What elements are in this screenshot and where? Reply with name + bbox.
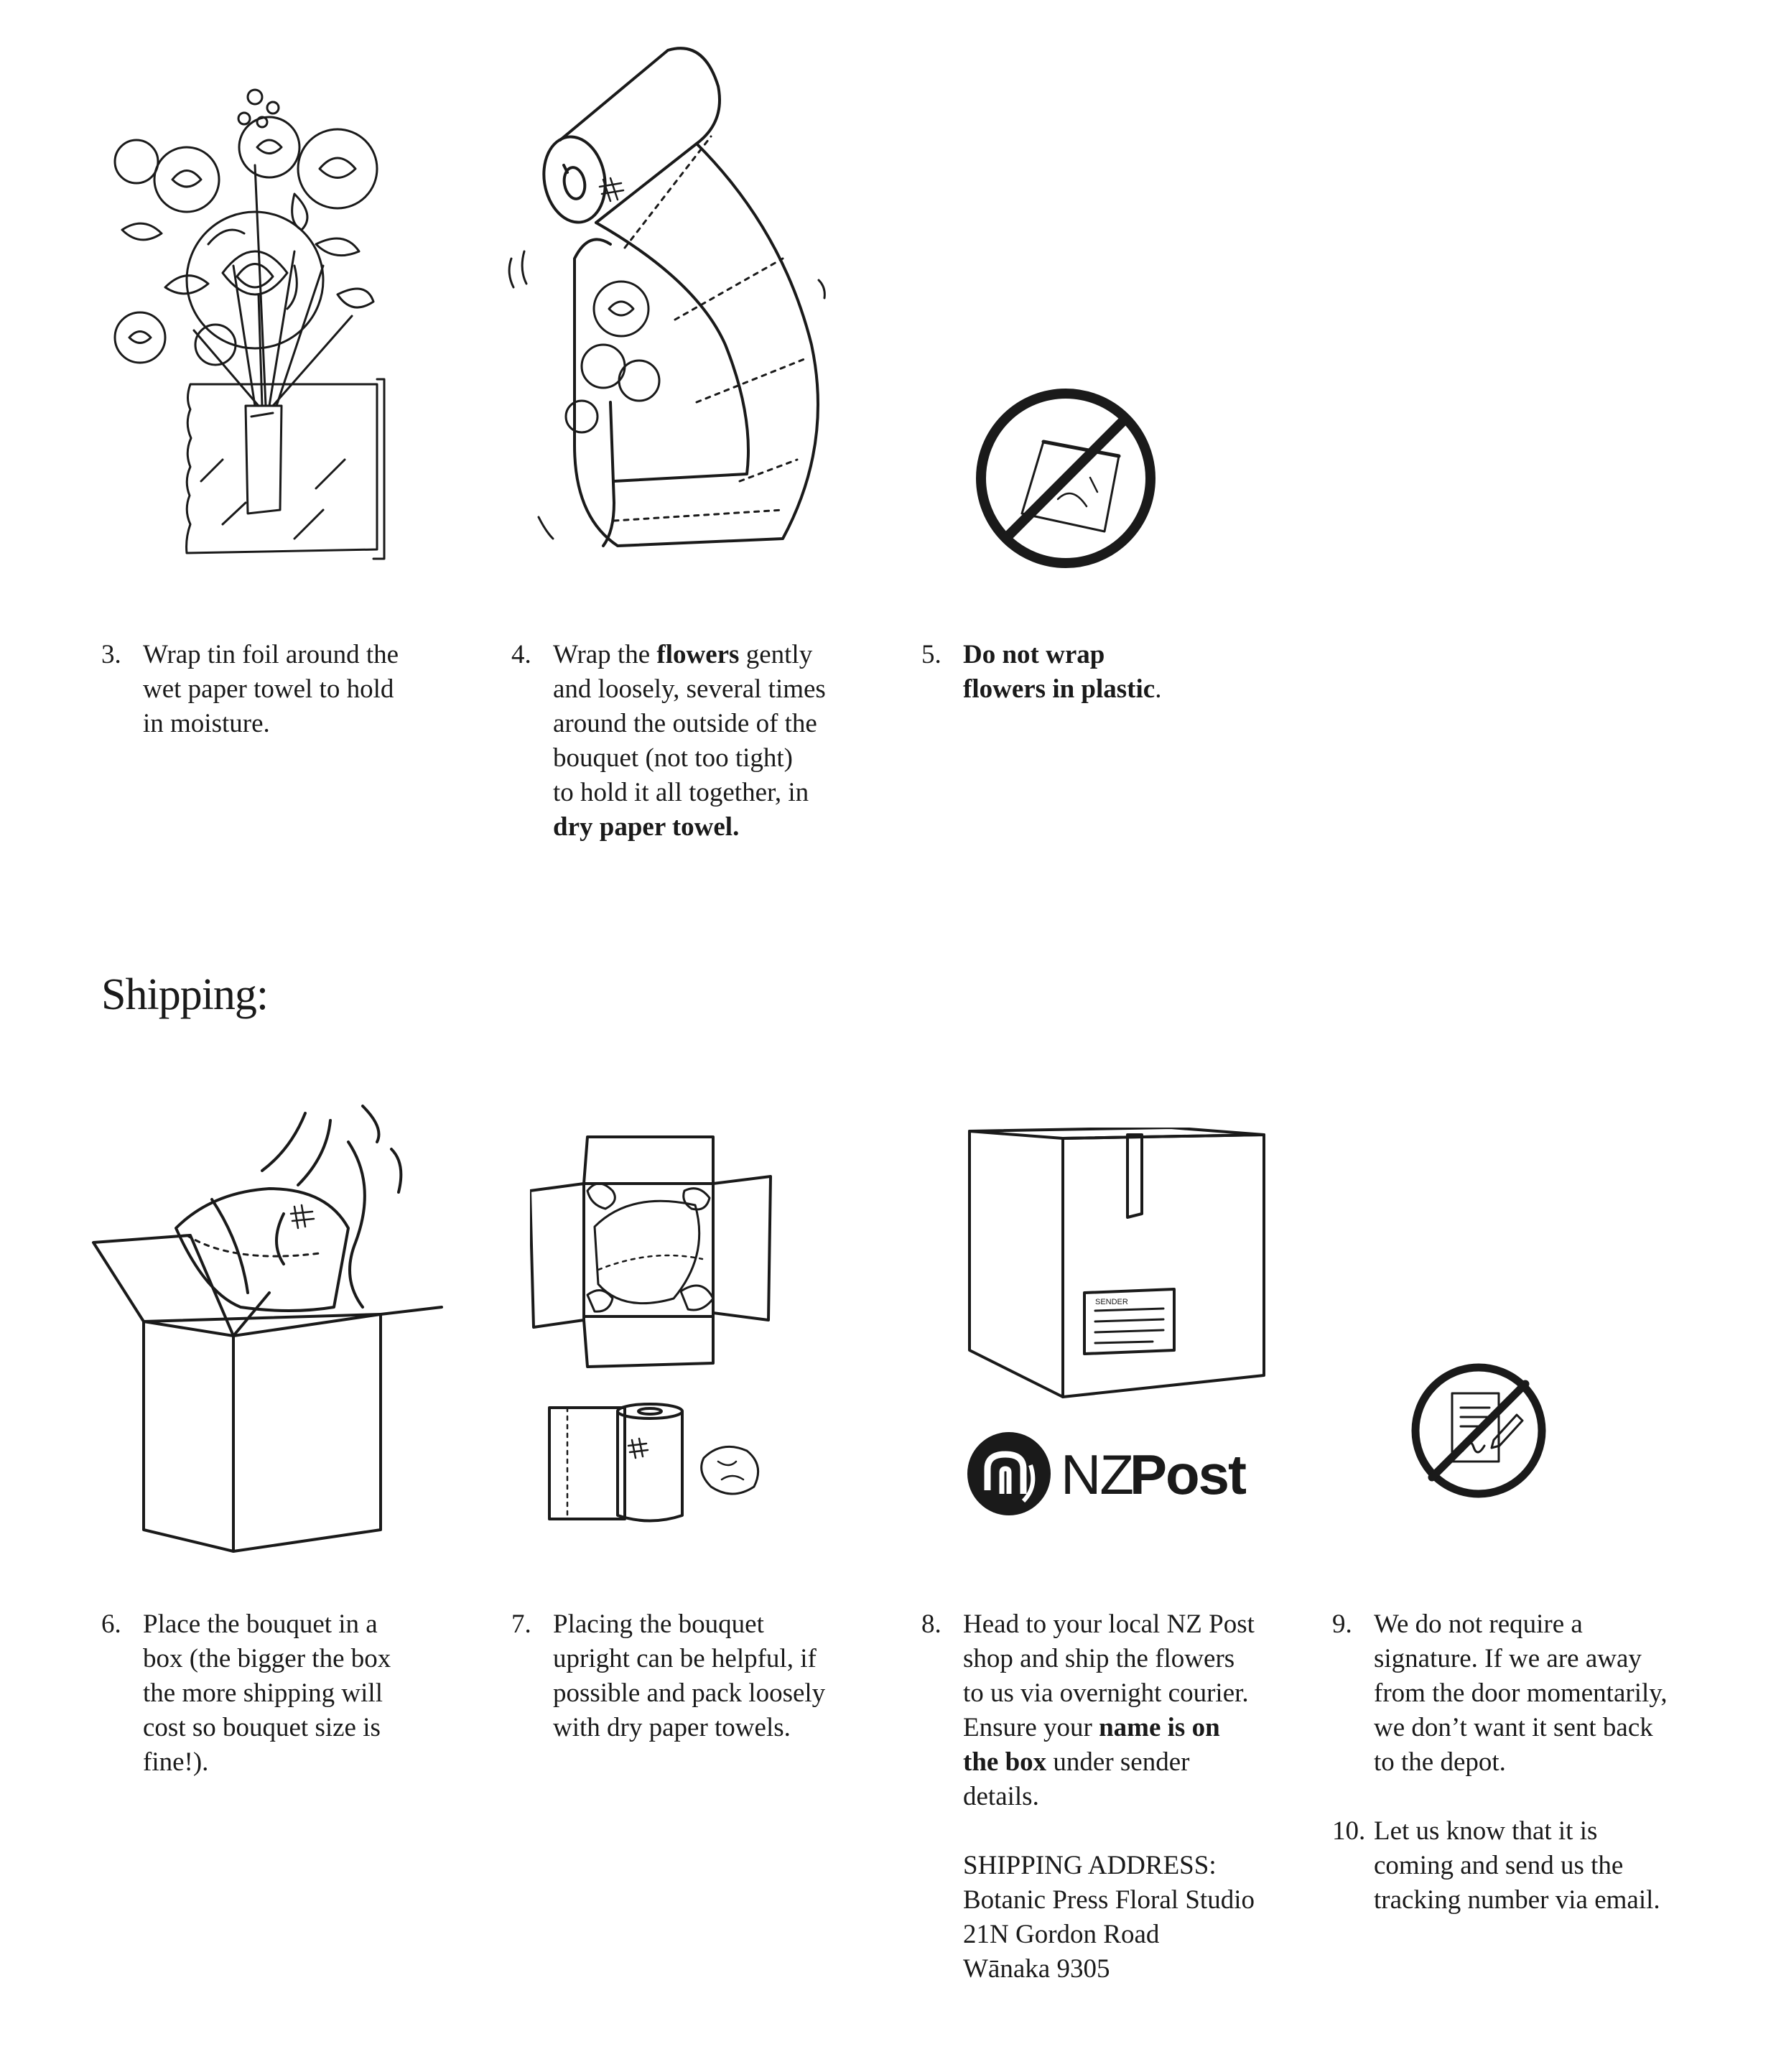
step-9: 9. We do not require a signature. If we … (1332, 1607, 1734, 1780)
step-number: 10. (1332, 1816, 1366, 1846)
step-text: gently (739, 640, 813, 669)
step-text-line: we don’t want it sent back (1374, 1713, 1653, 1742)
step-text-line: wet paper towel to hold (143, 674, 394, 704)
step-text-line: We do not require a (1374, 1609, 1583, 1639)
step-number: 9. (1332, 1609, 1352, 1639)
step-text-line: around the outside of the (553, 709, 817, 738)
step-10: 10. Let us know that it is coming and se… (1332, 1814, 1734, 1918)
step-text-bold: dry paper towel. (553, 812, 740, 842)
section-heading-shipping: Shipping: (101, 970, 269, 1019)
step-number: 7. (511, 1609, 531, 1639)
step-text-line: signature. If we are away (1374, 1644, 1642, 1673)
step-text-line: cost so bouquet size is (143, 1713, 381, 1742)
step-text-line: upright can be helpful, if (553, 1644, 817, 1673)
step-7: 7. Placing the bouquet upright can be he… (511, 1607, 885, 1745)
step-text: under sender (1046, 1747, 1190, 1777)
step-4: 4. Wrap the flowers gently and loosely, … (511, 638, 885, 845)
step-text-line: Placing the bouquet (553, 1609, 764, 1639)
packed-box-illustration (530, 1133, 773, 1370)
step-text-line: coming and send us the (1374, 1851, 1624, 1880)
no-plastic-bag-icon (972, 384, 1160, 572)
nzpost-logo-nz: NZ (1061, 1443, 1133, 1506)
step-text-line: Head to your local NZ Post (963, 1609, 1255, 1639)
step-text-line: from the door momentarily, (1374, 1678, 1668, 1708)
step-text-line: and loosely, several times (553, 674, 826, 704)
step-text-line: details. (963, 1782, 1039, 1811)
wrapping-illustration (496, 43, 840, 575)
step-number: 4. (511, 640, 531, 669)
step-text: Wrap the (553, 640, 657, 669)
step-text-line: with dry paper towels. (553, 1713, 791, 1742)
step-number: 8. (921, 1609, 941, 1639)
step-number: 6. (101, 1609, 121, 1639)
step-text-bold: flowers in plastic (963, 674, 1155, 704)
step-text-line: to us via overnight courier. (963, 1678, 1249, 1708)
step-text-line: tracking number via email. (1374, 1885, 1660, 1915)
no-signature-icon (1409, 1361, 1549, 1501)
step-text-line: the more shipping will (143, 1678, 383, 1708)
step-text-line: to the depot. (1374, 1747, 1506, 1777)
step-text: . (1155, 674, 1162, 704)
step-number: 5. (921, 640, 941, 669)
box-packing-illustration (90, 1099, 449, 1558)
sender-label-text: SENDER (1095, 1298, 1128, 1306)
step-text-bold: flowers (656, 640, 740, 669)
shipping-address: SHIPPING ADDRESS: Botanic Press Floral S… (963, 1849, 1295, 1987)
step-6: 6. Place the bouquet in a box (the bigge… (101, 1607, 475, 1780)
step-text-bold: the box (963, 1747, 1047, 1777)
step-text-line: Wrap tin foil around the (143, 640, 399, 669)
step-text-line: in moisture. (143, 709, 270, 738)
step-text-bold: Do not wrap (963, 640, 1105, 669)
step-text-line: Let us know that it is (1374, 1816, 1598, 1846)
step-3: 3. Wrap tin foil around the wet paper to… (101, 638, 475, 741)
bouquet-illustration (79, 79, 395, 582)
step-8: 8. Head to your local NZ Post shop and s… (921, 1607, 1295, 1987)
paper-towel-roll-illustration (546, 1400, 768, 1523)
step-text: Ensure your (963, 1713, 1099, 1742)
step-text-bold: name is on (1099, 1713, 1220, 1742)
step-text-line: possible and pack loosely (553, 1678, 826, 1708)
step-text-line: shop and ship the flowers (963, 1644, 1235, 1673)
address-line: Wānaka 9305 (963, 1954, 1110, 1984)
step-text-line: box (the bigger the box (143, 1644, 391, 1673)
step-text-line: Place the bouquet in a (143, 1609, 378, 1639)
nzpost-logo-post: Post (1130, 1443, 1247, 1506)
address-line: Botanic Press Floral Studio (963, 1885, 1255, 1915)
step-text-line: dry paper towel. (553, 810, 885, 845)
step-number: 3. (101, 640, 121, 669)
address-line: 21N Gordon Road (963, 1920, 1160, 1949)
step-text-line: the box under sender (963, 1745, 1295, 1780)
step-text-line: to hold it all together, in (553, 778, 809, 807)
step-text-line: Do not wrap (963, 638, 1295, 672)
address-line: SHIPPING ADDRESS: (963, 1851, 1217, 1880)
step-text-line: Ensure your name is on (963, 1711, 1295, 1745)
shipping-box-illustration: SENDER (966, 1128, 1268, 1400)
step-text-line: bouquet (not too tight) (553, 743, 793, 773)
nzpost-logo: NZ Post (966, 1429, 1253, 1519)
step-text-line: fine!). (143, 1747, 209, 1777)
step-5: 5. Do not wrap flowers in plastic. (921, 638, 1295, 707)
step-text-line: Wrap the flowers gently (553, 638, 885, 672)
step-text-line: flowers in plastic. (963, 672, 1295, 707)
